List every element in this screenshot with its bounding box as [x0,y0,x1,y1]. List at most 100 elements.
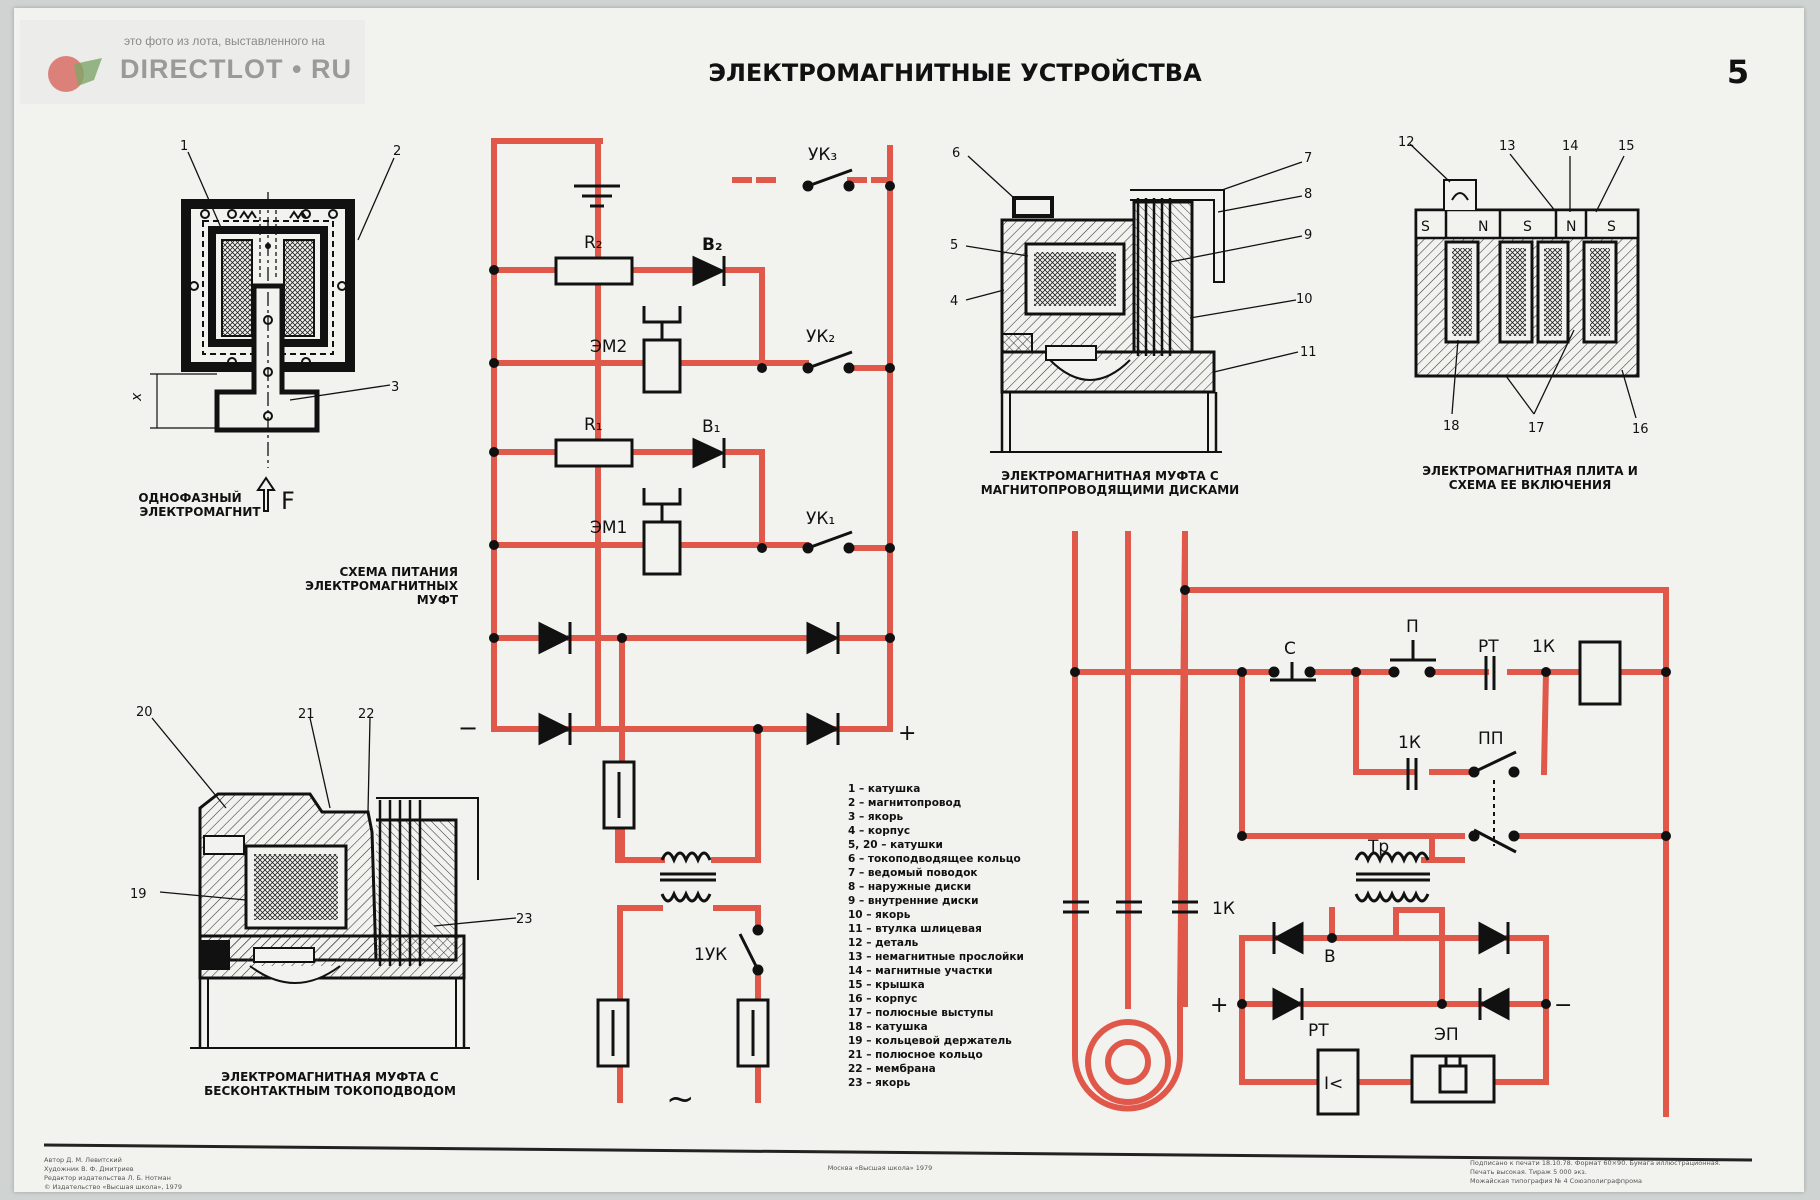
pole-n-2: N [1566,219,1576,235]
label-p: П [1406,617,1419,637]
legend-item: 11 – втулка шлицевая [848,923,982,935]
label-pp: ПП [1478,729,1504,749]
ref-number-18: 18 [1443,419,1460,434]
label-c: С [1284,639,1296,659]
ref-number-11: 11 [1300,345,1317,360]
pole-s-3: S [1607,219,1616,235]
page-title: ЭЛЕКТРОМАГНИТНЫЕ УСТРОЙСТВА [708,58,1202,87]
label-relay-symbol: I< [1324,1074,1343,1094]
legend-item: 8 – наружные диски [848,881,971,893]
legend-item: 19 – кольцевой держатель [848,1035,1012,1047]
caption-clutch-discs-1: ЭЛЕКТРОМАГНИТНАЯ МУФТА С [1001,469,1219,483]
legend-item: 10 – якорь [848,909,911,921]
clutch-supply-scheme [491,138,893,1103]
dimension-x-label: x [129,392,145,402]
label-minus-plate: − [1554,993,1572,1018]
legend-item: 13 – немагнитные прослойки [848,951,1024,963]
ref-number-1: 1 [180,139,188,154]
legend-item: 17 – полюсные выступы [848,1007,993,1019]
magnetic-plate-drawing: S N S N S 12 13 14 15 18 17 16 ЭЛЕКТРОМА… [1398,135,1649,492]
label-1k-coil: 1К [1532,637,1555,657]
force-arrow-icon [256,476,276,512]
imprint-right-1: Подписано к печати 18.10.78. Формат 60×9… [1470,1159,1721,1167]
imprint-center: Москва «Высшая школа» 1979 [828,1164,933,1172]
imprint-left-1: Автор Д. М. Левитский [44,1156,122,1164]
ref-number-10: 10 [1296,292,1313,307]
label-tr: Тр [1367,837,1389,857]
legend-item: 2 – магнитопровод [848,797,961,809]
label-b1: B₁ [702,417,720,437]
label-plus: + [898,721,916,746]
label-1uk: 1УК [694,945,727,965]
pole-n-1: N [1478,219,1488,235]
plate-control-scheme [1072,530,1669,1117]
ref-number-13: 13 [1499,139,1516,154]
label-r2: R₂ [584,233,603,253]
ref-number-2: 2 [393,144,401,159]
ref-number-21: 21 [298,707,315,722]
imprint-left-4: © Издательство «Высшая школа», 1979 [44,1183,182,1191]
label-b2: B₂ [702,235,722,255]
label-r1: R₁ [584,415,603,435]
label-1k-hold: 1К [1398,733,1421,753]
label-uk2: УК₂ [806,327,835,347]
imprint-right-2: Печать высокая. Тираж 5 000 экз. [1470,1168,1587,1176]
directlot-logo-icon [48,56,102,92]
label-uk3: УК₃ [808,145,837,165]
caption-scheme-2: ЭЛЕКТРОМАГНИТНЫХ [305,579,459,593]
contactless-clutch-drawing: 20 21 22 19 23 ЭЛЕКТРОМАГНИТНАЯ МУФТА С … [130,705,533,1098]
label-b: В [1324,947,1336,967]
legend-item: 5, 20 – катушки [848,839,943,851]
imprint-right-3: Можайская типография № 4 Союзполиграфпро… [1470,1177,1642,1185]
ref-number-15: 15 [1618,139,1635,154]
legend-item: 14 – магнитные участки [848,965,992,977]
label-plus-plate: + [1210,993,1228,1018]
label-rt: РТ [1478,637,1499,657]
ref-number-5: 5 [950,238,958,253]
ref-number-16: 16 [1632,422,1649,437]
supply-scheme-labels: УК₃ R₂ B₂ ЭМ2 УК₂ R₁ B₁ ЭМ1 УК₁ − + 1УК … [305,145,916,1119]
caption-plate-2: СХЕМА ЕЕ ВКЛЮЧЕНИЯ [1449,478,1611,492]
label-minus: − [458,714,478,742]
ref-number-3: 3 [391,380,399,395]
ref-number-17: 17 [1528,421,1545,436]
pole-s-1: S [1421,219,1430,235]
imprint-left-3: Редактор издательства Л. Б. Нотман [44,1174,171,1182]
plate-scheme-labels: С П РТ 1К 1К ПП Тр 1К В + − РТ ЭП I< [1210,617,1572,1094]
footer-imprint: Автор Д. М. Левитский Художник В. Ф. Дми… [44,1156,1721,1191]
legend-item: 18 – катушка [848,1021,928,1033]
label-rt-relay: РТ [1308,1021,1329,1041]
ref-number-20: 20 [136,705,153,720]
imprint-left-2: Художник В. Ф. Дмитриев [44,1165,134,1173]
caption-contactless-1: ЭЛЕКТРОМАГНИТНАЯ МУФТА С [221,1070,439,1084]
ref-number-19: 19 [130,887,147,902]
single-phase-electromagnet: x 1 2 3 F ОДНОФАЗНЫЙ ЭЛЕКТРОМАГНИТ [129,139,401,519]
caption-single-phase-2: ЭЛЕКТРОМАГНИТ [139,505,261,519]
pole-s-2: S [1523,219,1532,235]
legend-item: 23 – якорь [848,1077,911,1089]
ref-number-22: 22 [358,707,375,722]
clutch-with-discs-drawing: 6 7 8 9 10 11 5 4 ЭЛЕКТРОМАГНИТНАЯ МУФТА… [950,146,1317,497]
caption-plate-1: ЭЛЕКТРОМАГНИТНАЯ ПЛИТА И [1422,464,1638,478]
ref-number-9: 9 [1304,228,1312,243]
ref-number-8: 8 [1304,187,1312,202]
label-em2: ЭМ2 [590,337,627,357]
caption-scheme-3: МУФТ [417,593,459,607]
ref-number-14: 14 [1562,139,1579,154]
legend-item: 15 – крышка [848,979,925,991]
caption-contactless-2: БЕСКОНТАКТНЫМ ТОКОПОДВОДОМ [204,1084,456,1098]
ref-number-12: 12 [1398,135,1415,150]
ref-number-6: 6 [952,146,960,161]
plate-scheme-components [1063,585,1671,1116]
label-em1: ЭМ1 [590,518,627,538]
legend-item: 6 – токоподводящее кольцо [848,853,1021,865]
caption-single-phase-1: ОДНОФАЗНЫЙ [138,490,241,505]
caption-scheme-1: СХЕМА ПИТАНИЯ [339,565,458,579]
page-number: 5 [1727,53,1749,91]
legend-item: 21 – полюсное кольцо [848,1049,983,1061]
caption-clutch-discs-2: МАГНИТОПРОВОДЯЩИМИ ДИСКАМИ [981,483,1239,497]
label-ac: ~ [666,1079,695,1119]
label-ep: ЭП [1434,1025,1459,1045]
